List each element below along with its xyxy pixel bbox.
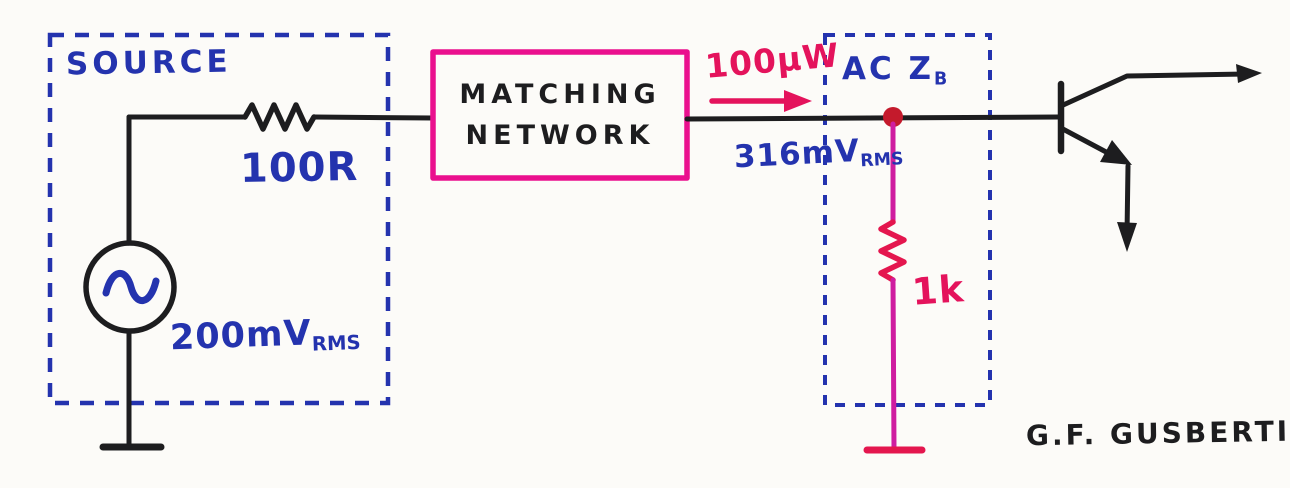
wire-resistor-to-matching — [311, 114, 436, 121]
signature: G.F. GUSBERTI — [1025, 414, 1290, 453]
wire-matching-to-base — [684, 114, 1062, 122]
source-box-title: SOURCE — [65, 43, 232, 83]
junction-dot — [883, 107, 903, 127]
transistor-emitter-wire — [1058, 125, 1111, 156]
matching-network-box — [430, 49, 690, 181]
resistor-1k-symbol — [878, 219, 907, 283]
emitter-down-arrow-head — [1117, 222, 1137, 252]
power-arrow-head — [784, 90, 812, 112]
load-dashed-box — [823, 33, 992, 407]
transistor-collector-wire — [1058, 71, 1249, 109]
wire-resistor-to-ground — [890, 277, 897, 451]
source-voltage-label: 200mVRMS — [169, 313, 361, 359]
emitter-arrow-head — [1100, 140, 1132, 165]
resistor-100R-symbol — [242, 102, 317, 132]
resistor-1k-label: 1k — [910, 267, 966, 314]
source-dashed-box — [47, 32, 391, 406]
ac-sine-icon — [102, 270, 160, 304]
collector-arrow-head — [1236, 64, 1262, 83]
resistor-100R-label: 100R — [239, 143, 359, 193]
load-box-title: AC ZB — [842, 51, 948, 90]
matching-network-label: MATCHING NETWORK — [459, 79, 661, 151]
